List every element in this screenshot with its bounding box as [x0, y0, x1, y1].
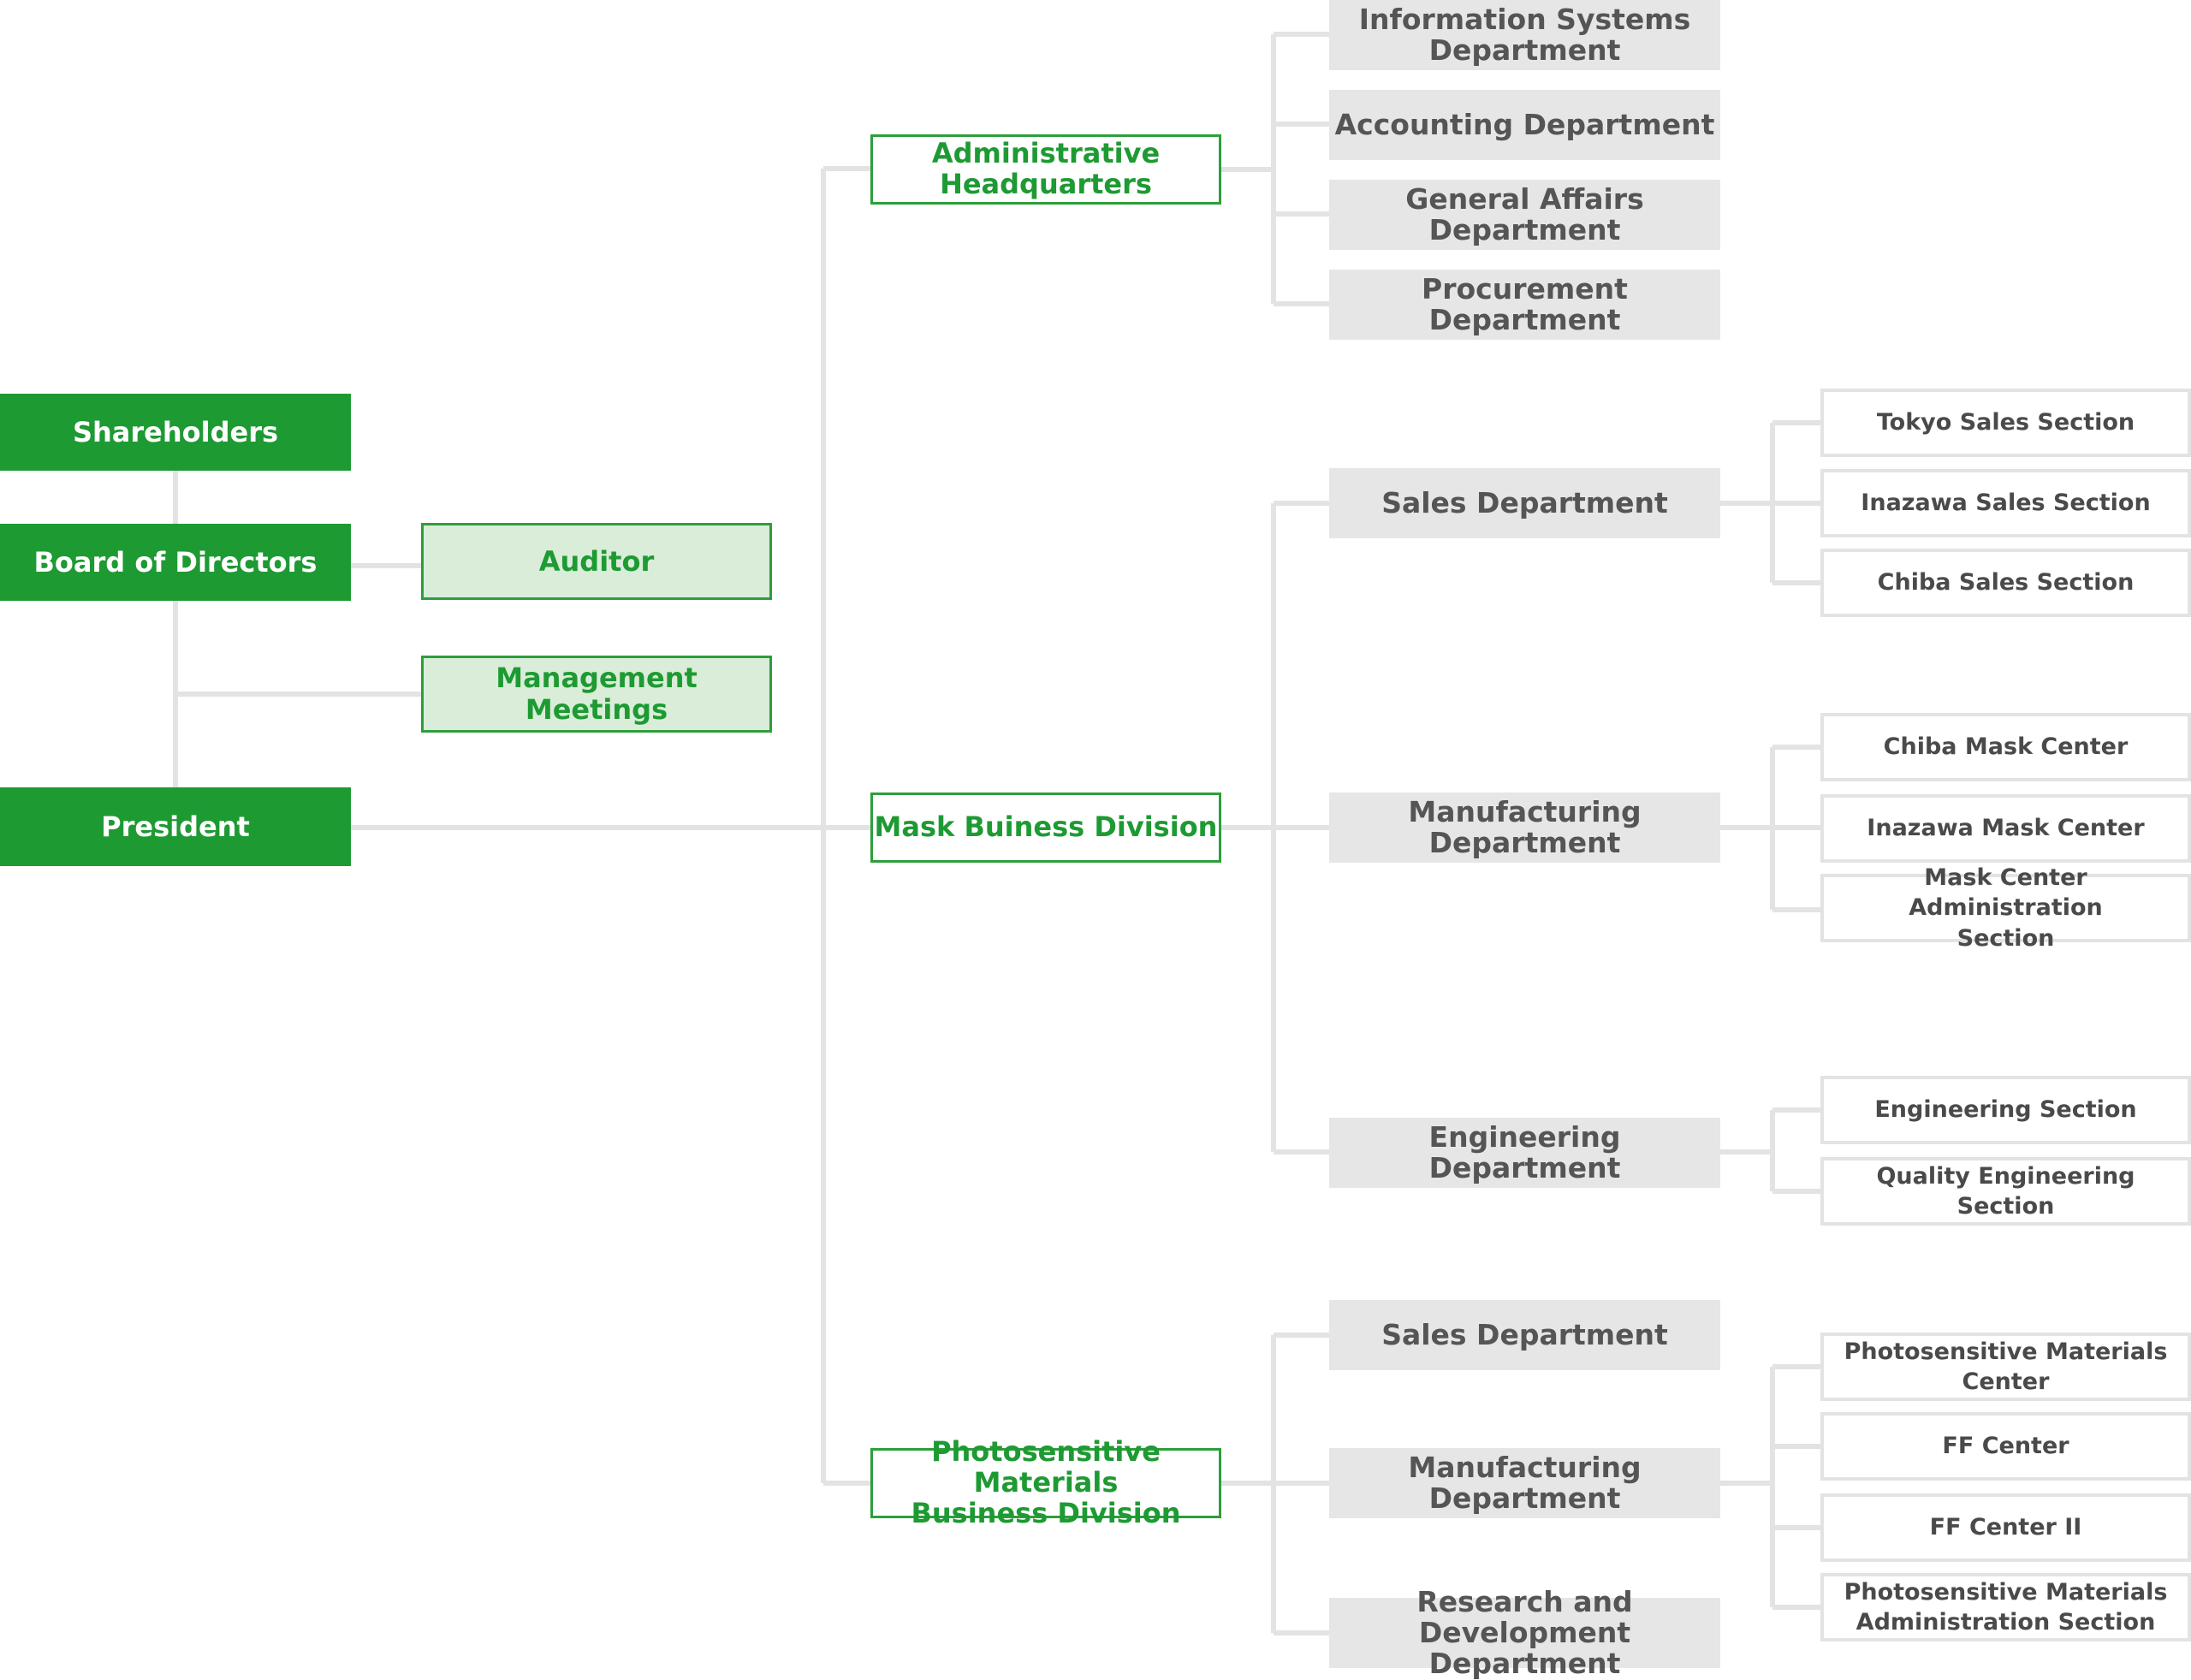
- photosensitive-materials-center-box: Photosensitive Materials Center: [1820, 1333, 2191, 1401]
- inazawa-sales-section-box: Inazawa Sales Section: [1820, 469, 2191, 537]
- photosensitive-manufacturing-department-box: Manufacturing Department: [1329, 1448, 1720, 1518]
- mask-business-division-box: Mask Buiness Division: [870, 793, 1221, 863]
- management-meetings-box: Management Meetings: [421, 656, 772, 733]
- photosensitive-materials-administration-section-box: Photosensitive Materials Administration …: [1820, 1573, 2191, 1641]
- shareholders-box: Shareholders: [0, 394, 351, 471]
- auditor-box: Auditor: [421, 523, 772, 600]
- general-affairs-department-box: General Affairs Department: [1329, 180, 1720, 250]
- information-systems-department-box: Information Systems Department: [1329, 0, 1720, 70]
- procurement-department-box: Procurement Department: [1329, 270, 1720, 340]
- engineering-section-box: Engineering Section: [1820, 1076, 2191, 1144]
- quality-engineering-section-box: Quality Engineering Section: [1820, 1157, 2191, 1226]
- tokyo-sales-section-box: Tokyo Sales Section: [1820, 389, 2191, 457]
- ff-center-ii-box: FF Center II: [1820, 1493, 2191, 1562]
- mask-manufacturing-department-box: Manufacturing Department: [1329, 793, 1720, 863]
- board-of-directors-box: Board of Directors: [0, 524, 351, 601]
- mask-sales-department-box: Sales Department: [1329, 468, 1720, 538]
- chiba-sales-section-box: Chiba Sales Section: [1820, 549, 2191, 617]
- photosensitive-sales-department-box: Sales Department: [1329, 1300, 1720, 1370]
- chiba-mask-center-box: Chiba Mask Center: [1820, 713, 2191, 781]
- mask-center-administration-section-box: Mask Center Administration Section: [1820, 864, 2191, 952]
- photosensitive-materials-division-box: Photosensitive Materials Business Divisi…: [870, 1436, 1221, 1529]
- research-and-development-department-box: Research and Development Department: [1329, 1586, 1720, 1679]
- accounting-department-box: Accounting Department: [1329, 90, 1720, 160]
- ff-center-box: FF Center: [1820, 1412, 2191, 1481]
- mask-engineering-department-box: Engineering Department: [1329, 1118, 1720, 1188]
- inazawa-mask-center-box: Inazawa Mask Center: [1820, 794, 2191, 863]
- administrative-headquarters-box: Administrative Headquarters: [870, 134, 1221, 205]
- president-box: President: [0, 787, 351, 866]
